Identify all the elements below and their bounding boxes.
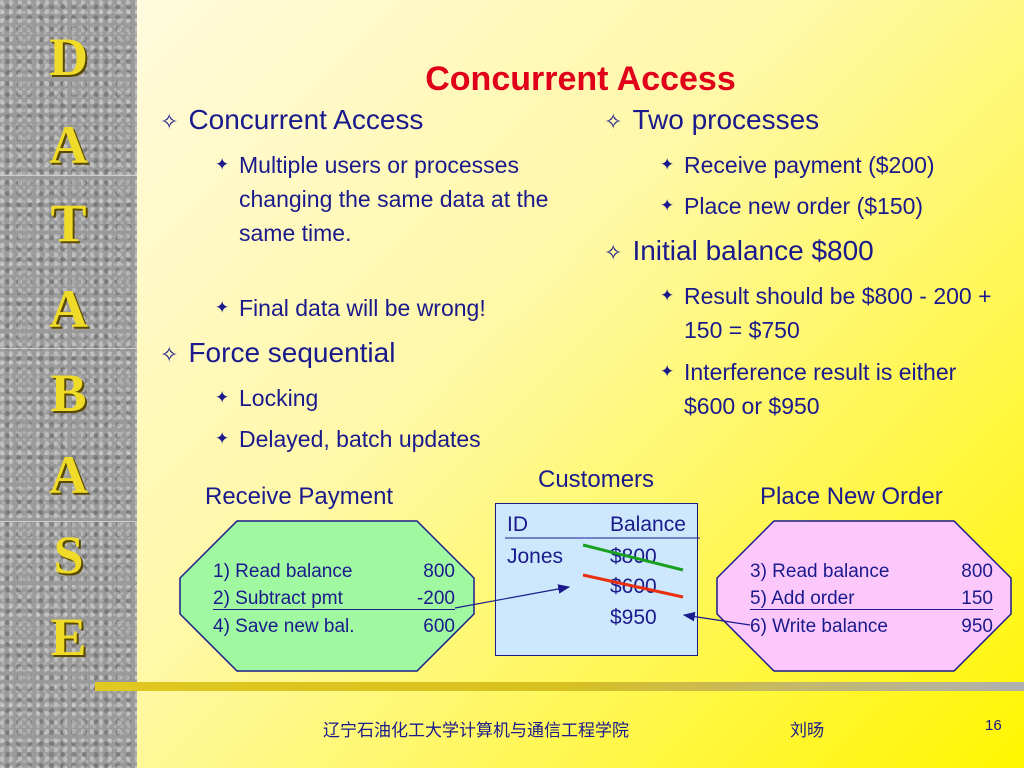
customer-name: Jones xyxy=(507,545,564,568)
step-row: 1) Read balance 800 xyxy=(213,558,455,585)
step-text: 4) Save new bal. xyxy=(213,616,355,637)
sidebar-letter: A xyxy=(49,445,88,505)
sidebar-letter: B xyxy=(50,363,87,423)
sidebar-letter: E xyxy=(50,607,87,667)
diamond-outline-icon: ✧ xyxy=(160,109,179,134)
step-value: 600 xyxy=(423,616,455,637)
bullet-concurrent-access: ✧ Concurrent Access xyxy=(160,104,423,136)
place-order-steps: 3) Read balance 800 5) Add order 150 6) … xyxy=(750,558,993,640)
four-point-star-icon: ✦ xyxy=(215,298,230,317)
step-row: 2) Subtract pmt -200 xyxy=(213,585,455,610)
sub-bullet: ✦ Delayed, batch updates xyxy=(215,422,569,456)
step-row: 3) Read balance 800 xyxy=(750,558,993,585)
four-point-star-icon: ✦ xyxy=(660,155,675,174)
footer-institution: 辽宁石油化工大学计算机与通信工程学院 xyxy=(323,721,629,741)
sub-bullet: ✦ Receive payment ($200) xyxy=(660,148,1014,182)
sub-bullet-text: Interference result is either $600 or $9… xyxy=(684,359,957,419)
bullet-text: Force sequential xyxy=(188,337,396,368)
footer-bar xyxy=(95,682,1024,691)
sub-bullet-text: Final data will be wrong! xyxy=(239,295,486,321)
sidebar-divider xyxy=(0,175,137,176)
arrow-subtract-to-balance xyxy=(454,584,571,609)
four-point-star-icon: ✦ xyxy=(215,429,230,448)
place-order-octagon xyxy=(716,520,1012,672)
sub-bullet: ✦ Interference result is either $600 or $… xyxy=(660,355,984,423)
step-value: 950 xyxy=(961,616,993,637)
sub-bullet: ✦ Locking xyxy=(215,381,559,415)
step-text: 1) Read balance xyxy=(213,561,353,582)
bullet-two-processes: ✧ Two processes xyxy=(604,104,819,136)
balance-value: $950 xyxy=(610,606,657,629)
sidebar-divider xyxy=(0,521,137,522)
bullet-force-sequential: ✧ Force sequential xyxy=(160,337,395,369)
sub-bullet-text: Place new order ($150) xyxy=(684,193,924,219)
step-value: -200 xyxy=(416,588,455,609)
customers-id-header: ID xyxy=(507,513,528,536)
sub-bullet: ✦ Result should be $800 - 200 + 150 = $75… xyxy=(660,279,1004,347)
bullet-text: Initial balance $800 xyxy=(632,235,874,266)
customers-balance-header: Balance xyxy=(610,513,686,536)
sidebar-letter: T xyxy=(50,193,87,253)
sub-bullet: ✦ Final data will be wrong! xyxy=(215,291,569,325)
sidebar-texture: D A T A B A S E xyxy=(0,0,137,768)
step-text: 3) Read balance xyxy=(750,561,890,582)
sidebar-letter: S xyxy=(53,525,84,585)
page-number: 16 xyxy=(985,717,1002,734)
strike-green-line xyxy=(582,543,684,572)
step-value: 150 xyxy=(961,588,993,609)
footer-author: 刘旸 xyxy=(790,721,824,741)
step-row: 5) Add order 150 xyxy=(750,585,993,610)
diamond-outline-icon: ✧ xyxy=(160,342,179,367)
four-point-star-icon: ✦ xyxy=(215,155,230,174)
step-value: 800 xyxy=(961,561,993,582)
sub-bullet-text: Multiple users or processes changing the… xyxy=(239,152,549,246)
sidebar-letter: A xyxy=(49,115,88,175)
sub-bullet-text: Locking xyxy=(239,385,319,411)
sub-bullet-text: Receive payment ($200) xyxy=(684,152,935,178)
sub-bullet: ✦ Place new order ($150) xyxy=(660,189,1014,223)
four-point-star-icon: ✦ xyxy=(660,286,675,305)
diamond-outline-icon: ✧ xyxy=(604,240,623,265)
sidebar-letter: A xyxy=(49,279,88,339)
place-order-label: Place New Order xyxy=(760,483,943,510)
sidebar-letter: D xyxy=(49,27,88,87)
sub-bullet-text: Delayed, batch updates xyxy=(239,426,481,452)
receive-payment-label: Receive Payment xyxy=(205,483,394,510)
step-text: 2) Subtract pmt xyxy=(213,588,343,609)
step-row: 6) Write balance 950 xyxy=(750,613,993,640)
arrow-write-to-balance xyxy=(682,611,751,626)
bullet-initial-balance: ✧ Initial balance $800 xyxy=(604,235,874,267)
strike-red-line xyxy=(582,573,684,599)
step-text: 5) Add order xyxy=(750,588,855,609)
receive-payment-octagon xyxy=(179,520,475,672)
sidebar-divider xyxy=(0,348,137,349)
step-text: 6) Write balance xyxy=(750,616,888,637)
diamond-outline-icon: ✧ xyxy=(604,109,623,134)
receive-payment-steps: 1) Read balance 800 2) Subtract pmt -200… xyxy=(213,558,455,640)
bullet-text: Two processes xyxy=(632,104,820,135)
four-point-star-icon: ✦ xyxy=(215,388,230,407)
bullet-text: Concurrent Access xyxy=(188,104,424,135)
step-value: 800 xyxy=(423,561,455,582)
four-point-star-icon: ✦ xyxy=(660,196,675,215)
sub-bullet-text: Result should be $800 - 200 + 150 = $750 xyxy=(684,283,992,343)
slide-title: Concurrent Access xyxy=(425,60,736,98)
step-row: 4) Save new bal. 600 xyxy=(213,613,455,640)
four-point-star-icon: ✦ xyxy=(660,362,675,381)
customers-label: Customers xyxy=(538,466,655,493)
sub-bullet: ✦ Multiple users or processes changing th… xyxy=(215,148,559,250)
